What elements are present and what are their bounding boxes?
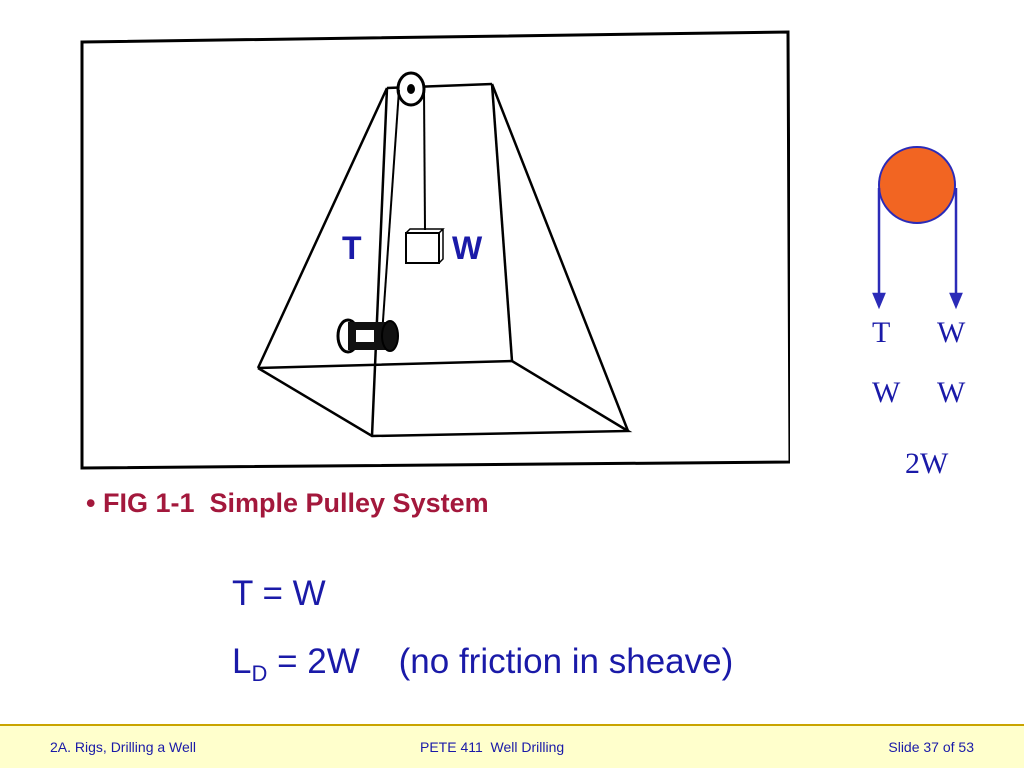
sheave-circle: [878, 146, 956, 224]
rope-to-drum: [381, 89, 400, 336]
weight-block: [405, 228, 445, 264]
equation-tension: T = W: [232, 574, 326, 613]
equation-load-subscript: D: [251, 661, 268, 686]
derrick-drawing: [80, 30, 790, 470]
rope-arrows: [872, 188, 963, 310]
bullet: •: [86, 488, 96, 518]
footer-section: 2A. Rigs, Drilling a Well: [50, 739, 197, 755]
crown-sheave: [396, 71, 426, 107]
diagram-label-total: 2W: [905, 447, 949, 480]
derrick-structure: [256, 82, 633, 438]
equation-load-rest: = 2W (no friction in sheave): [267, 642, 734, 681]
equation-load-symbol: L: [232, 642, 252, 681]
diagram-label-w-left: W: [872, 376, 901, 409]
rope-to-weight: [423, 89, 426, 231]
tension-label: T: [342, 230, 362, 266]
diagram-label-w-right: W: [937, 376, 966, 409]
figure-caption: • FIG 1-1 Simple Pulley System: [86, 488, 489, 519]
weight-label: W: [452, 230, 483, 266]
figure-border: [80, 30, 790, 470]
derrick-figure: T W: [80, 30, 790, 470]
diagram-label-t: T: [872, 316, 891, 349]
equation-load: LD = 2W (no friction in sheave): [232, 642, 734, 686]
pulley-force-diagram: [860, 140, 990, 320]
diagram-label-w-top: W: [937, 316, 966, 349]
slide-footer: 2A. Rigs, Drilling a Well PETE 411 Well …: [0, 724, 1024, 768]
winch-drum: [336, 318, 399, 354]
footer-slide-number: Slide 37 of 53: [888, 739, 974, 755]
caption-text: FIG 1-1 Simple Pulley System: [102, 488, 489, 518]
footer-course: PETE 411 Well Drilling: [420, 739, 565, 755]
